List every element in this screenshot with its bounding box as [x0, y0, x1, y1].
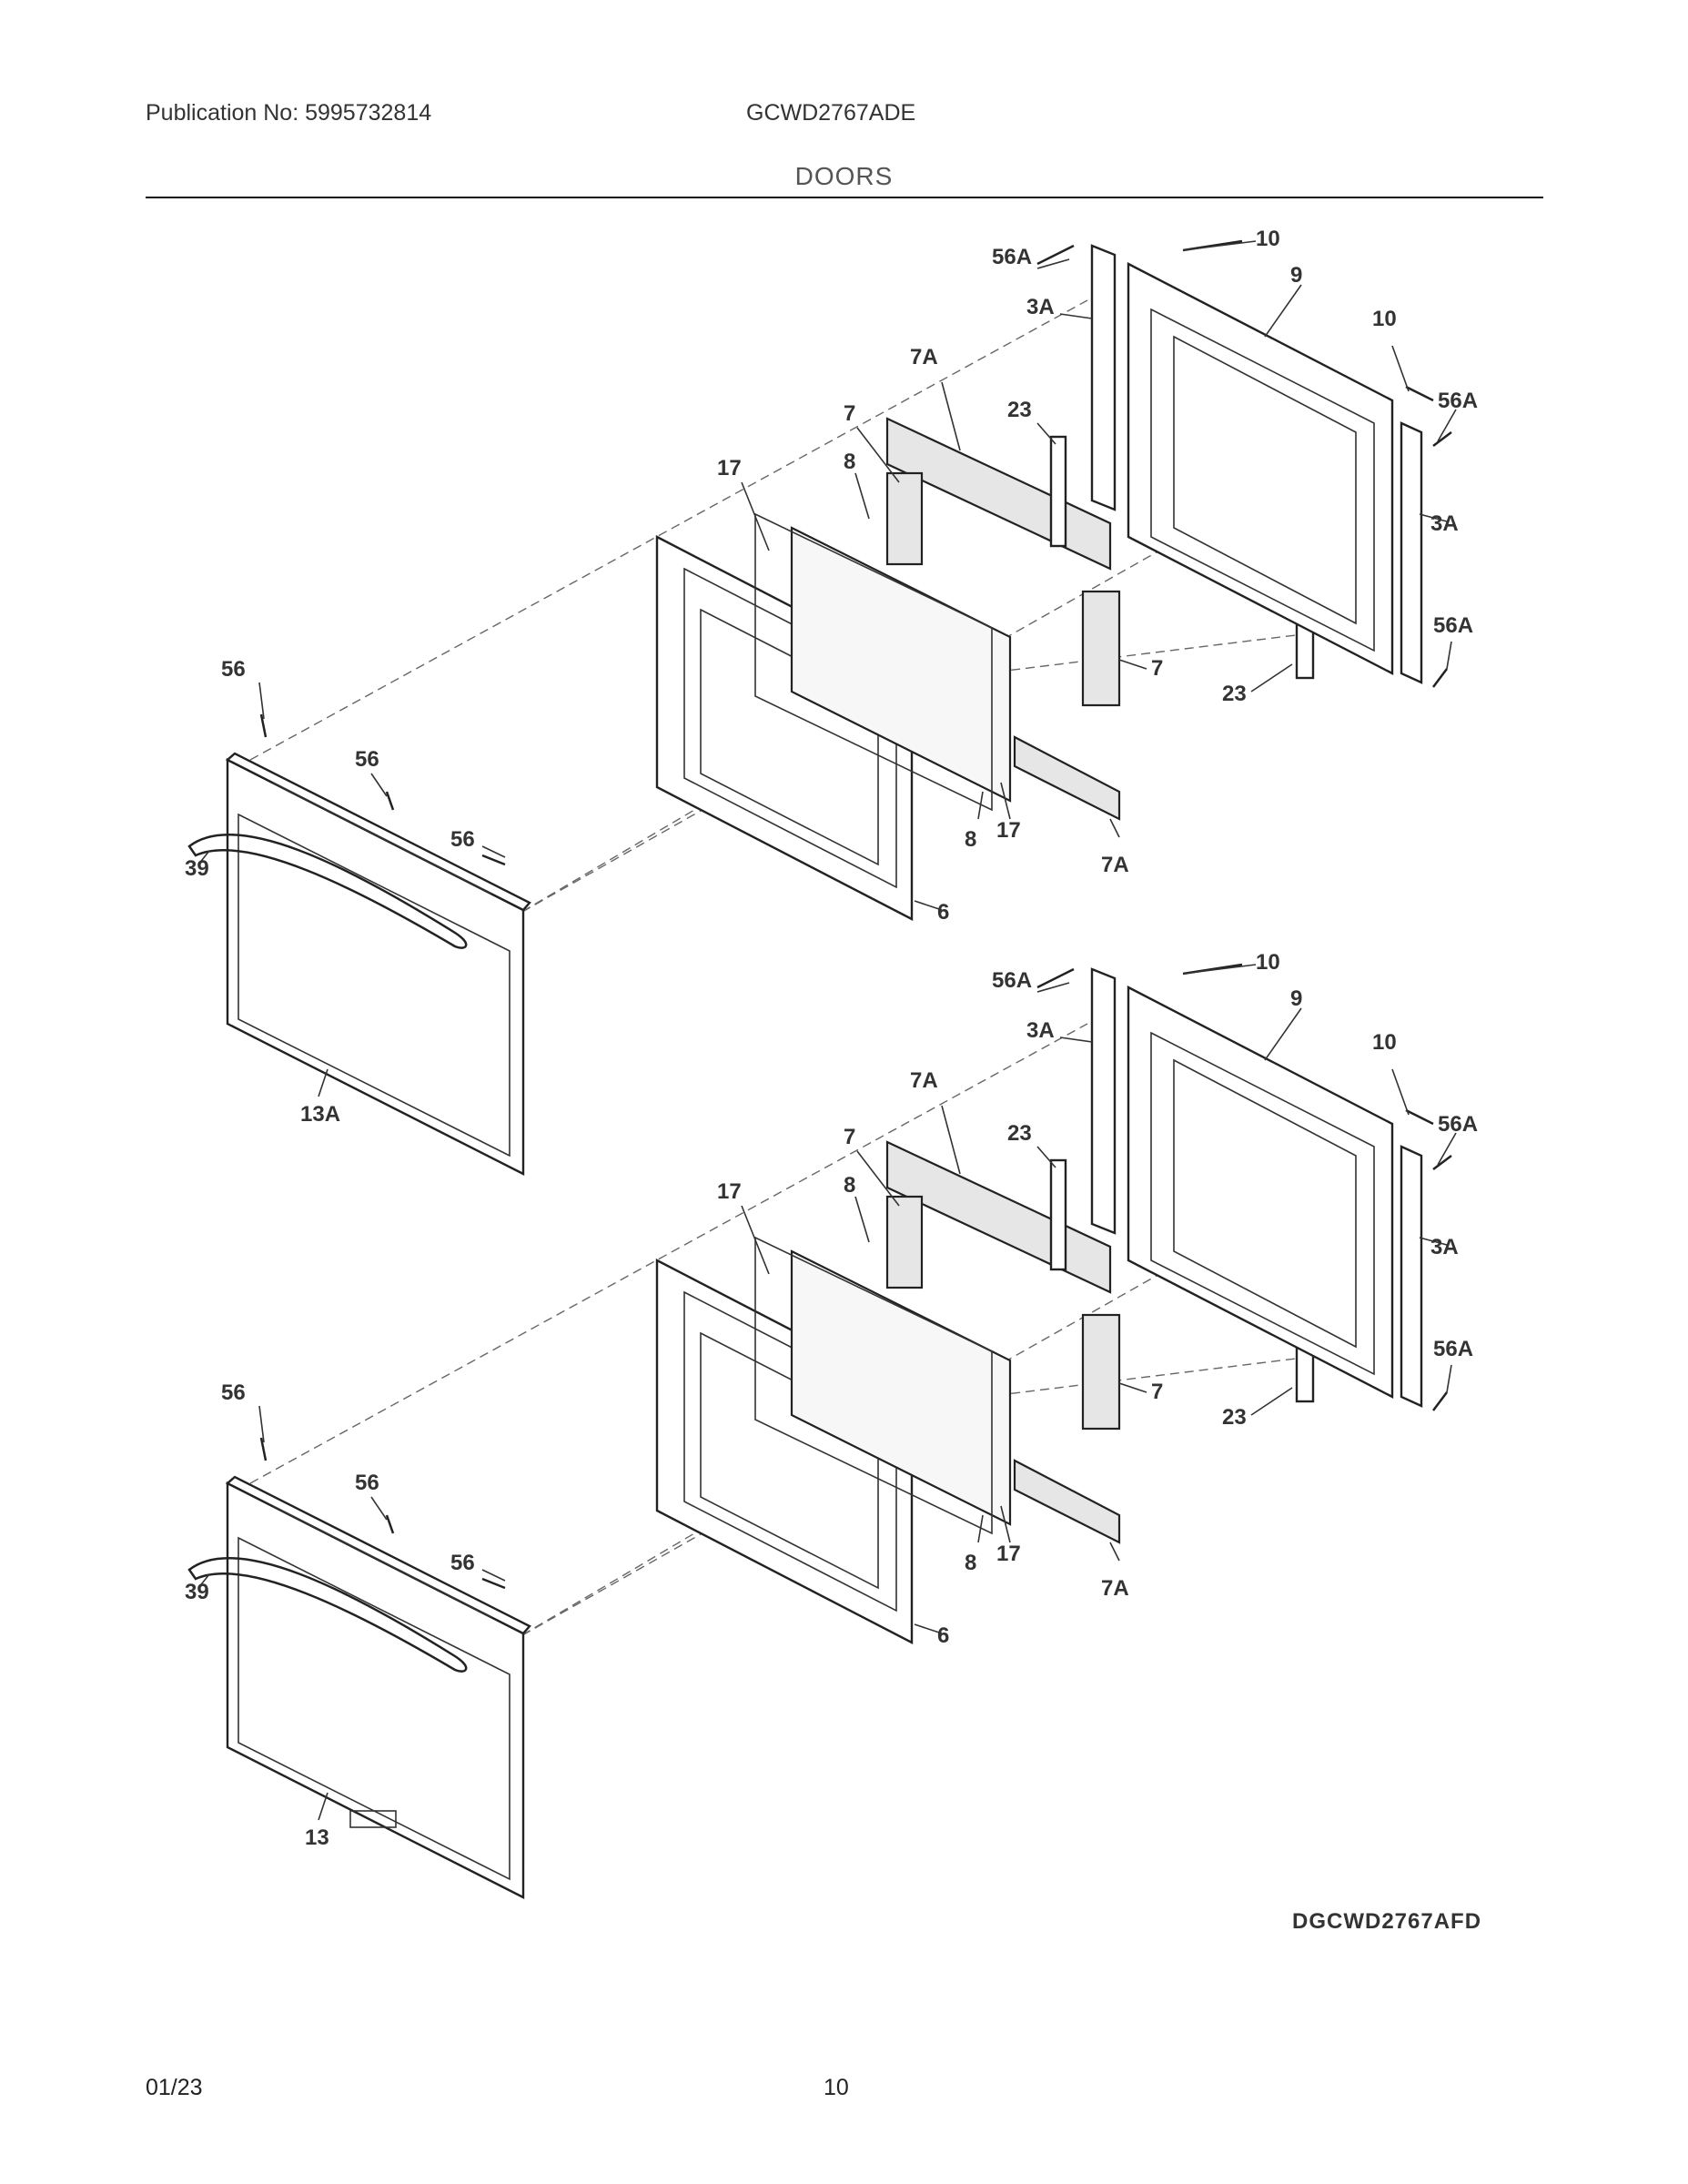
screw [1432, 1155, 1452, 1170]
callout-label: 7A [910, 1068, 938, 1093]
callout-label: 8 [965, 1551, 976, 1575]
insulation-right [1081, 1313, 1121, 1431]
side-channel [1090, 967, 1117, 1235]
callout-label: 17 [717, 456, 742, 480]
callout-label: 3A [1026, 1018, 1055, 1043]
callout-label: 7 [1151, 656, 1163, 681]
callout-label: 56 [221, 657, 246, 682]
insulation-right [1081, 590, 1121, 707]
callout-label: 9 [1290, 986, 1302, 1011]
insulation-left [885, 1195, 924, 1289]
door-liner [1127, 986, 1394, 1399]
model-number: GCWD2767ADE [746, 100, 916, 126]
callout-label: 56A [1438, 389, 1478, 413]
callout-label: 56A [1433, 1337, 1473, 1361]
callout-label: 6 [937, 1623, 949, 1648]
callout-label: 10 [1372, 307, 1397, 331]
screw [481, 854, 506, 866]
insulation-bottom [1013, 1459, 1121, 1544]
callout-label: 7A [910, 345, 938, 369]
callout-label: 23 [1222, 1405, 1247, 1430]
publication-number: Publication No: 5995732814 [146, 100, 432, 126]
screw [385, 791, 395, 811]
callout-label: 13A [300, 1102, 340, 1127]
callout-leaders [197, 964, 1457, 1821]
outer-door-panel [225, 752, 531, 1176]
callout-label: 56 [355, 1471, 379, 1495]
callout-label: 56A [992, 968, 1032, 993]
callout-label: 10 [1372, 1030, 1397, 1055]
screw [481, 1577, 506, 1590]
callout-label: 8 [965, 827, 976, 852]
glass-pack [754, 512, 993, 812]
header-rule [146, 197, 1543, 198]
callout-label: 56 [221, 1380, 246, 1405]
side-channel [1400, 421, 1423, 684]
callout-label: 3A [1430, 1235, 1459, 1259]
screw [259, 713, 268, 738]
screw [1405, 1108, 1434, 1126]
upper-door-assembly: 56A 10 9 3A 10 56A 7A 7 23 3A 17 8 56A 7… [185, 227, 1478, 1176]
door-glass [790, 1249, 1012, 1526]
insulation-bottom [1013, 735, 1121, 821]
callout-leaders [197, 240, 1457, 1097]
screw [1036, 244, 1075, 266]
exploded-door-diagram: 56A 10 9 3A 10 56A 7A 7 23 3A 17 8 56A 7… [185, 227, 1478, 1899]
callout-label: 8 [844, 1173, 855, 1198]
lower-door-assembly: 56A 10 9 3A 10 56A 7A 7 23 3A 17 8 56A 7… [185, 950, 1478, 1899]
callout-label: 39 [185, 1580, 209, 1604]
screw [1405, 385, 1434, 402]
callout-label: 10 [1256, 227, 1280, 251]
callout-label: 56A [1438, 1112, 1478, 1137]
page-number: 10 [824, 2075, 849, 2100]
callout-label: 7A [1101, 853, 1129, 877]
insulation-left [885, 471, 924, 566]
callout-label: 17 [996, 1542, 1021, 1566]
callout-label: 23 [1222, 682, 1247, 706]
callout-label: 56 [450, 827, 475, 852]
footer-date: 01/23 [146, 2075, 203, 2100]
screw [385, 1514, 395, 1534]
diagram-code: DGCWD2767AFD [1292, 1909, 1482, 1934]
screw [259, 1437, 268, 1461]
callout-label: 6 [937, 900, 949, 925]
callout-label: 56A [1433, 613, 1473, 638]
callout-label: 23 [1007, 398, 1032, 422]
callout-label: 39 [185, 856, 209, 881]
callout-label: 3A [1430, 511, 1459, 536]
door-handle [187, 833, 468, 949]
callout-label: 17 [996, 818, 1021, 843]
callout-label: 17 [717, 1179, 742, 1204]
callout-label: 56A [992, 245, 1032, 269]
screw [1432, 431, 1452, 447]
callout-label: 7 [844, 1125, 855, 1149]
screw [1432, 668, 1448, 688]
callout-label: 7A [1101, 1576, 1129, 1601]
callout-label: 10 [1256, 950, 1280, 975]
callout-label: 7 [1151, 1380, 1163, 1404]
side-channel [1090, 244, 1117, 511]
glass-pack [754, 1236, 993, 1535]
screw [1036, 967, 1075, 989]
brand-badge [349, 1810, 397, 1828]
outer-door-panel [225, 1475, 531, 1899]
callout-label: 9 [1290, 263, 1302, 288]
door-liner [1127, 262, 1394, 675]
callout-label: 13 [305, 1825, 329, 1850]
door-glass [790, 526, 1012, 803]
hinge [1049, 1158, 1067, 1271]
callout-label: 56 [355, 747, 379, 772]
callout-label: 3A [1026, 295, 1055, 319]
callout-label: 56 [450, 1551, 475, 1575]
section-title: DOORS [794, 162, 894, 190]
door-handle [187, 1556, 468, 1673]
callout-label: 23 [1007, 1121, 1032, 1146]
callout-label: 7 [844, 401, 855, 426]
screw [1432, 1391, 1448, 1411]
side-channel [1400, 1145, 1423, 1408]
callout-label: 8 [844, 450, 855, 474]
hinge [1049, 435, 1067, 548]
